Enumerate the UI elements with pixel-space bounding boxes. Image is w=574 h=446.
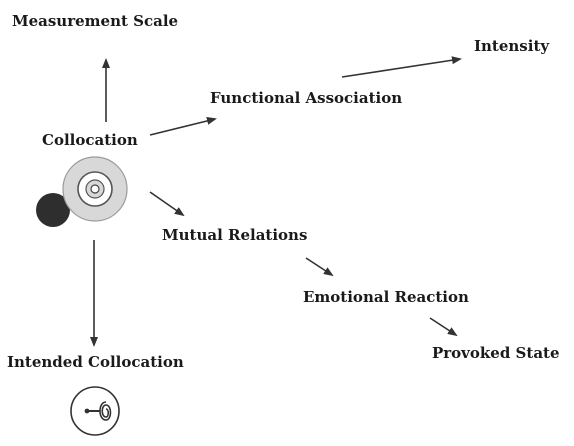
arrow-collocation-to-mutual-relations [149,191,185,217]
label-functional-association: Functional Association [210,89,402,107]
intended-spiral [99,401,112,421]
arrow-collocation-to-functional-association [149,117,217,136]
node-labels: Measurement Scale Intensity Functional A… [7,12,560,371]
label-measurement-scale: Measurement Scale [12,12,178,30]
arrow-functional-association-to-intensity [341,56,462,78]
edges [90,56,462,347]
label-mutual-relations: Mutual Relations [162,226,307,244]
intended-collocation-icon [70,386,120,436]
intended-dot [84,408,90,414]
label-intended-collocation: Intended Collocation [7,353,184,371]
label-collocation: Collocation [42,131,138,149]
collocation-target-icon [36,156,128,227]
label-emotional-reaction: Emotional Reaction [303,288,469,306]
dark-disc [36,193,70,227]
arrow-mutual-relations-to-emotional-reaction [305,257,334,277]
label-intensity: Intensity [474,37,550,55]
center-dot [90,184,100,194]
arrow-emotional-reaction-to-provoked-state [429,317,458,337]
label-provoked-state: Provoked State [432,344,560,362]
